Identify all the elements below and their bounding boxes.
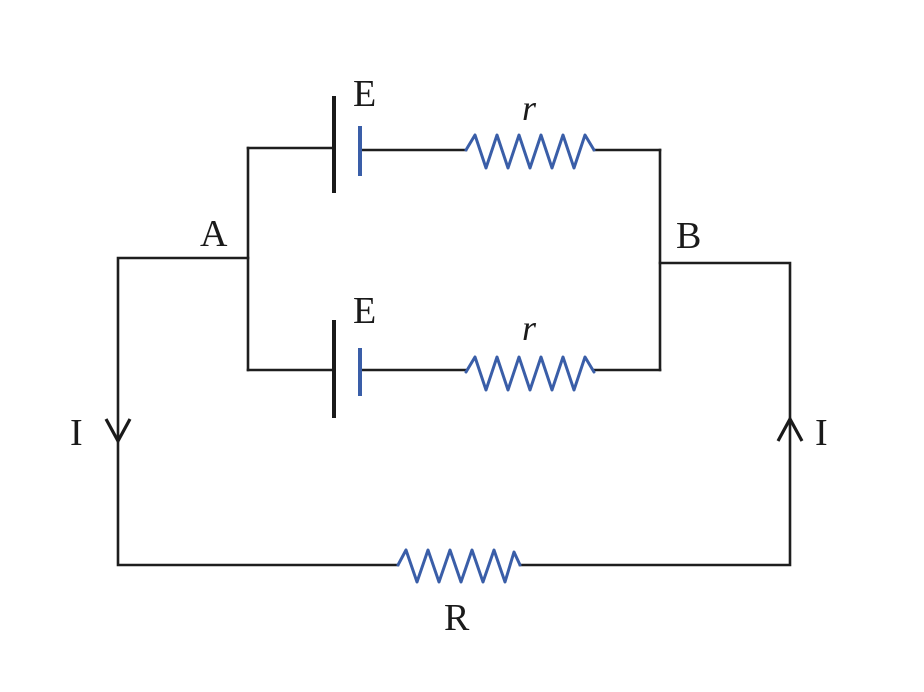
current-label-left: I [70, 412, 83, 454]
emf-label-top: E [353, 73, 376, 115]
wires [116, 146, 792, 567]
node-label-b: B [676, 215, 701, 257]
right-loop-wire [518, 261, 792, 567]
internal-resistance-label-top: r [522, 88, 537, 128]
internal-resistance-label-bottom: r [522, 308, 537, 348]
left-loop-wire [116, 256, 400, 567]
resistor-external-r [396, 548, 522, 584]
cell-top [332, 96, 362, 193]
resistor-top-r [464, 133, 596, 170]
current-label-right: I [815, 412, 828, 454]
external-resistance-label: R [444, 597, 470, 639]
current-arrow-up-icon [776, 415, 804, 442]
resistor-bottom-r [464, 355, 596, 392]
emf-label-bottom: E [353, 290, 376, 332]
node-label-a: A [200, 213, 228, 255]
current-arrow-down-icon [104, 418, 132, 445]
cell-bottom [332, 320, 362, 418]
